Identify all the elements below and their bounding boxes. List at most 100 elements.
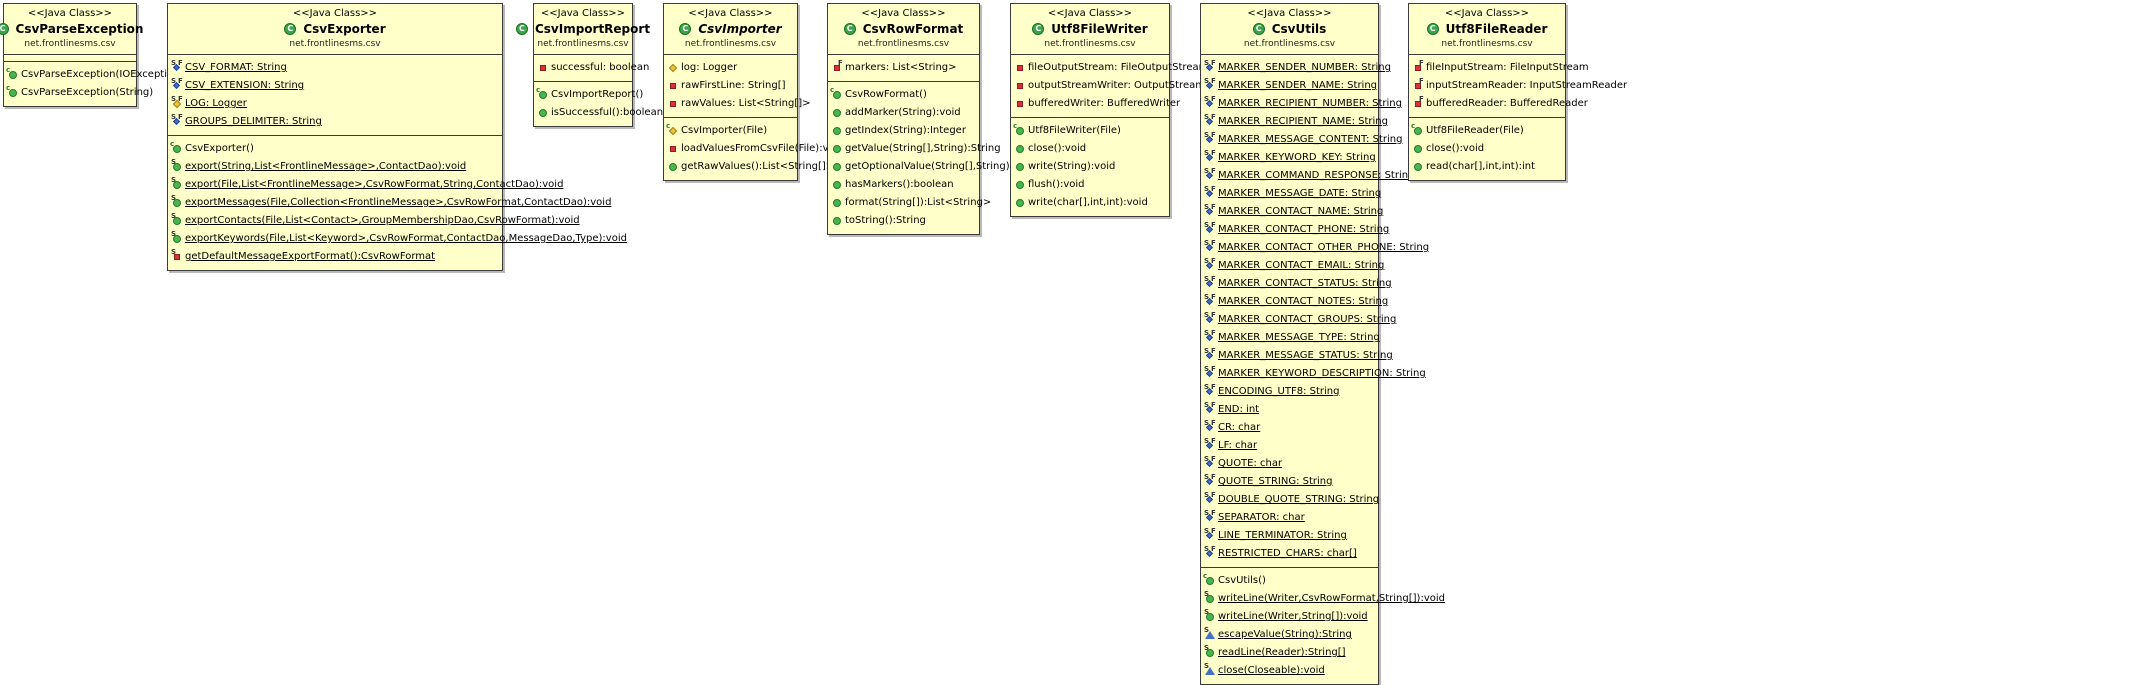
public-member-icon: c: [1411, 123, 1423, 136]
method-row-getvalue[interactable]: getValue(String[],String):String: [832, 140, 1001, 158]
method-row-close[interactable]: close():void: [1413, 140, 1565, 158]
method-row-loadvaluesfromcsvfile[interactable]: loadValuesFromCsvFile(File):void: [668, 140, 844, 158]
method-row-close[interactable]: close():void: [1015, 140, 1169, 158]
class-icon: C: [1032, 23, 1045, 35]
field-row-outputstreamwriter[interactable]: outputStreamWriter: OutputStreamWriter: [1015, 77, 1235, 95]
method-row-tostring[interactable]: toString():String: [832, 212, 979, 230]
class-icon: C: [0, 23, 9, 35]
method-row-hasmarkers[interactable]: hasMarkers():boolean: [832, 176, 979, 194]
method-row-write[interactable]: write(char[],int,int):void: [1015, 194, 1169, 212]
field-signature: SEPARATOR: char: [1218, 512, 1305, 523]
method-signature: write(char[],int,int):void: [1028, 197, 1148, 208]
method-signature: CsvRowFormat(): [845, 89, 927, 100]
method-row-addmarker[interactable]: addMarker(String):void: [832, 104, 979, 122]
method-row-read[interactable]: read(char[],int,int):int: [1413, 158, 1565, 176]
field-row-rawvalues[interactable]: rawValues: List<String[]>: [668, 95, 811, 113]
field-row-log[interactable]: log: Logger: [668, 59, 797, 77]
field-row-bufferedwriter[interactable]: bufferedWriter: BufferedWriter: [1015, 95, 1180, 113]
field-signature: rawFirstLine: String[]: [681, 80, 786, 91]
method-row-getrawvalues[interactable]: getRawValues():List<String[]>: [668, 158, 834, 176]
method-row-getindex[interactable]: getIndex(String):Integer: [832, 122, 979, 140]
field-signature: CR: char: [1218, 422, 1261, 433]
field-row-fileoutputstream[interactable]: fileOutputStream: FileOutputStream: [1015, 59, 1208, 77]
method-row-write[interactable]: write(String):void: [1015, 158, 1169, 176]
field-row-rawfirstline[interactable]: rawFirstLine: String[]: [668, 77, 797, 95]
method-row-getoptionalvalue[interactable]: getOptionalValue(String[],String):String: [832, 158, 1043, 176]
method-row-format[interactable]: format(String[]):List<String>: [832, 194, 991, 212]
method-row-flush[interactable]: flush():void: [1015, 176, 1169, 194]
field-row-successful[interactable]: successful: boolean: [538, 59, 649, 77]
method-row-issuccessful[interactable]: isSuccessful():boolean: [538, 104, 663, 122]
class-icon: C: [1426, 23, 1439, 35]
